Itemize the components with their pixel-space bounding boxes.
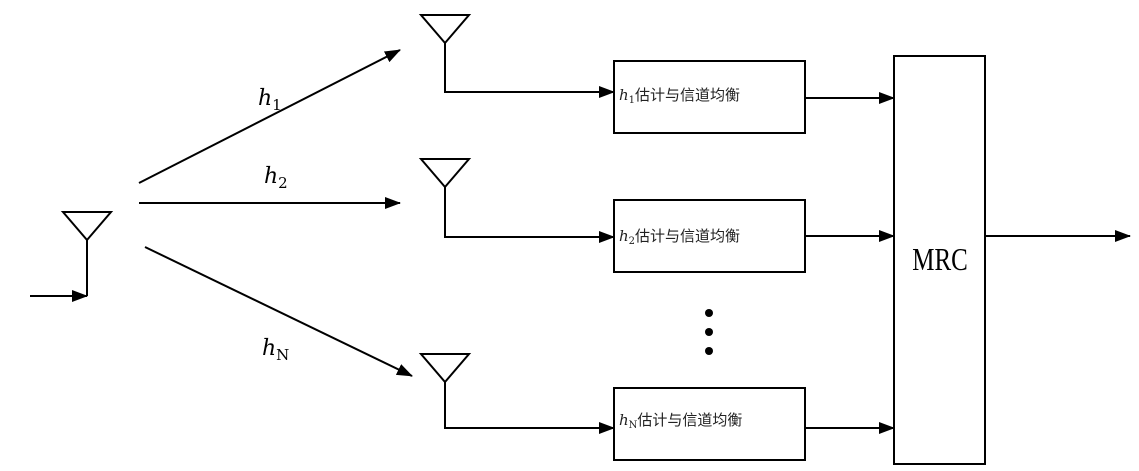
channel-symbol: h xyxy=(262,336,277,361)
block-text: 估计与信道均衡 xyxy=(635,227,741,245)
mrc-block xyxy=(893,55,986,465)
channel-subscript: N xyxy=(276,346,290,364)
block-text: 估计与信道均衡 xyxy=(635,86,741,104)
block-text: 估计与信道均衡 xyxy=(637,411,743,429)
ellipsis-dot xyxy=(705,309,713,317)
channel-symbol: h xyxy=(258,86,273,111)
block-symbol: h xyxy=(619,411,629,429)
ellipsis-dots xyxy=(705,309,713,355)
channel-subscript: 1 xyxy=(272,96,282,114)
receive-antenna-1-icon xyxy=(418,14,605,93)
ellipsis-dot xyxy=(705,347,713,355)
block-subscript: 2 xyxy=(628,236,636,247)
estimation-block-n-label: hN估计与信道均衡 xyxy=(619,413,742,431)
block-subscript: N xyxy=(628,420,638,431)
receive-antenna-2-icon xyxy=(418,158,605,238)
mrc-label: MRC xyxy=(912,241,968,277)
channel-subscript: 2 xyxy=(278,174,288,192)
block-symbol: h xyxy=(619,86,629,104)
block-symbol: h xyxy=(619,227,629,245)
channel-label-n: hN xyxy=(262,338,289,363)
block-subscript: 1 xyxy=(628,95,636,106)
estimation-block-n xyxy=(613,387,806,461)
channel-arrow-n xyxy=(144,246,413,377)
channel-arrow-1 xyxy=(138,49,401,184)
ellipsis-dot xyxy=(705,328,713,336)
channel-symbol: h xyxy=(264,164,279,189)
estimation-block-1-label: h1估计与信道均衡 xyxy=(619,88,740,106)
channel-label-1: h1 xyxy=(258,88,282,113)
transmit-antenna-icon xyxy=(60,211,114,296)
estimation-block-2-label: h2估计与信道均衡 xyxy=(619,229,740,247)
channel-label-2: h2 xyxy=(264,166,288,191)
receive-antenna-n-icon xyxy=(418,353,605,429)
